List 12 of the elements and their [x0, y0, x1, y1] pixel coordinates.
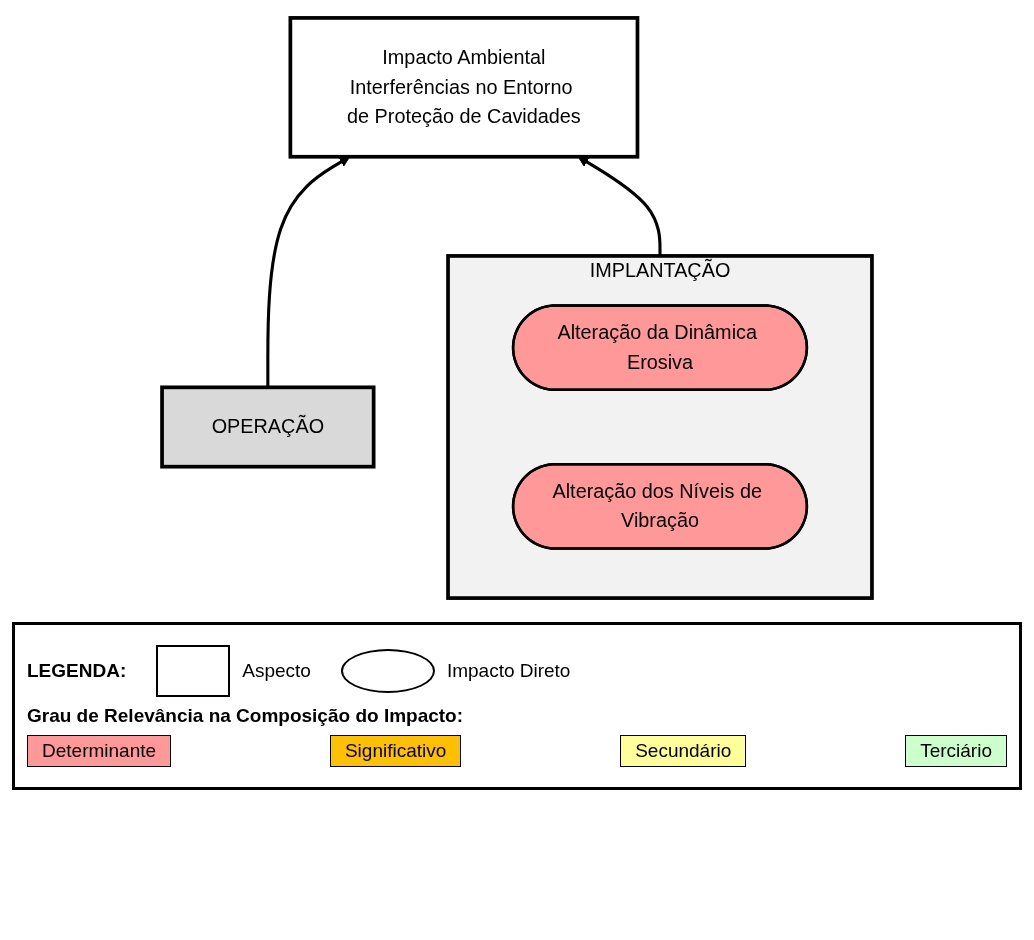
- legend-swatch: Secundário: [620, 735, 747, 767]
- legend-subheading: Grau de Relevância na Composição do Impacto:: [27, 705, 464, 727]
- legend-swatch: Significativo: [329, 735, 462, 767]
- legend-heading: LEGENDA:: [27, 660, 127, 682]
- legend-text: Aspecto: [242, 660, 311, 682]
- legend-swatch: Terciário: [905, 735, 1007, 767]
- node-box: OPERAÇÃO: [160, 385, 376, 469]
- node-box: Impacto Ambiental Interferências no Entorno de Proteção de Cavidades: [288, 16, 640, 159]
- arrow: [577, 156, 662, 256]
- legend-text: Impacto Direto: [446, 660, 571, 682]
- arrow: [266, 156, 351, 388]
- legend-swatch: Determinante: [27, 735, 172, 767]
